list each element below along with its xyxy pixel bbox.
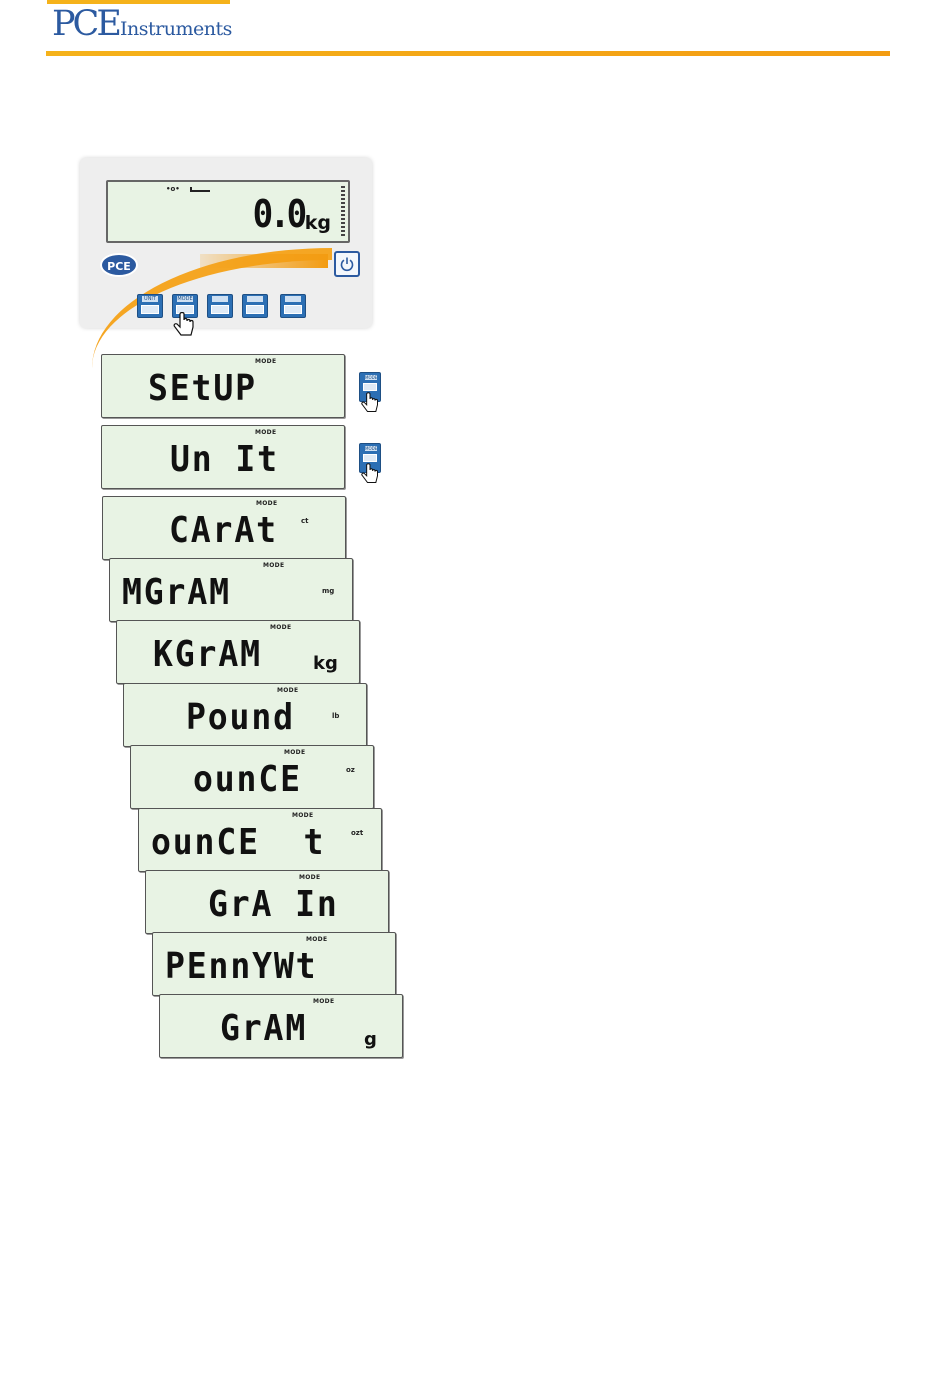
tare-key[interactable] xyxy=(280,294,306,318)
display-word: CArAt xyxy=(169,509,278,553)
capacity-bargraph xyxy=(341,186,345,238)
logo-word: Instruments xyxy=(120,18,232,40)
unit-indicator: mg xyxy=(322,587,334,595)
display-word: GrAM xyxy=(220,1007,307,1051)
pointing-hand-icon xyxy=(172,312,196,340)
unit-indicator: kg xyxy=(313,653,338,674)
display-unit: MODE Un It xyxy=(101,425,345,489)
mode-indicator: MODE xyxy=(306,936,327,943)
display-word: Un It xyxy=(170,438,279,482)
pce-instruments-logo: PCE Instruments xyxy=(47,0,230,42)
function-key-label xyxy=(212,296,228,302)
mode-indicator: MODE xyxy=(270,624,291,631)
mode-indicator: MODE xyxy=(255,429,276,436)
weight-reading: 0.0 xyxy=(253,193,304,235)
display-kgram: MODE KGrAM kg xyxy=(116,620,360,684)
function-key[interactable] xyxy=(207,294,233,318)
key-face xyxy=(211,305,229,314)
pointing-hand-icon xyxy=(360,392,380,416)
mode-indicator: MODE xyxy=(263,562,284,569)
unit-indicator: oz xyxy=(346,766,355,774)
print-key-label xyxy=(247,296,263,302)
mode-indicator: MODE xyxy=(277,687,298,694)
key-face xyxy=(141,305,159,314)
mode-indicator: MODE xyxy=(299,874,320,881)
power-button[interactable] xyxy=(334,251,360,277)
display-gram: MODE GrAM g xyxy=(159,994,403,1058)
display-word: KGrAM xyxy=(153,633,262,677)
display-ounce: MODE ounCE oz xyxy=(130,745,374,809)
key-face xyxy=(284,305,302,314)
unit-indicator: ozt xyxy=(351,829,363,837)
display-setup: MODE SEtUP xyxy=(101,354,345,418)
mode-key-label: MODE xyxy=(177,296,193,302)
display-word: MGrAM xyxy=(122,571,231,615)
display-mgram: MODE MGrAM mg xyxy=(109,558,353,622)
display-ounce-troy: MODE ounCE t ozt xyxy=(138,808,382,872)
display-carat: MODE CArAt ct xyxy=(102,496,346,560)
key-face xyxy=(246,305,264,314)
display-grain: MODE GrA In xyxy=(145,870,389,934)
decorative-swoosh-bar xyxy=(200,254,328,268)
display-word: Pound xyxy=(186,696,295,740)
display-pennyweight: MODE PEnnYWt xyxy=(152,932,396,996)
pce-badge-logo: PCE xyxy=(100,253,138,277)
main-lcd-display: •o• 0.0 kg xyxy=(106,180,350,243)
lcd-indicator: •o• xyxy=(166,185,180,193)
display-word: GrA In xyxy=(208,883,339,927)
print-key[interactable] xyxy=(242,294,268,318)
unit-key-label: UNIT xyxy=(142,296,158,302)
logo-brand: PCE xyxy=(52,6,119,42)
mode-indicator: MODE xyxy=(284,749,305,756)
key-face xyxy=(363,383,377,391)
unit-key[interactable]: UNIT xyxy=(137,294,163,318)
scale-control-panel: •o• 0.0 kg PCE UNIT MODE xyxy=(80,158,372,328)
header-divider xyxy=(46,51,890,56)
mode-indicator: MODE xyxy=(256,500,277,507)
display-pound: MODE Pound lb xyxy=(123,683,367,747)
display-word: SEtUP xyxy=(148,367,257,411)
key-face xyxy=(363,454,377,462)
display-word: ounCE xyxy=(193,758,302,802)
unit-indicator: ct xyxy=(301,517,309,525)
display-word: ounCE t xyxy=(151,821,325,865)
weight-unit: kg xyxy=(305,212,331,234)
mode-indicator: MODE xyxy=(255,358,276,365)
display-word: PEnnYWt xyxy=(165,945,317,989)
power-icon xyxy=(339,256,355,272)
lcd-stability-bar xyxy=(190,187,210,192)
tare-key-label xyxy=(285,296,301,302)
pointing-hand-icon xyxy=(360,463,380,487)
unit-indicator: lb xyxy=(332,712,339,720)
mode-key-side-label: MODE xyxy=(365,375,377,380)
mode-key-side-label: MODE xyxy=(365,446,377,451)
mode-indicator: MODE xyxy=(313,998,334,1005)
unit-indicator: g xyxy=(364,1029,377,1050)
mode-indicator: MODE xyxy=(292,812,313,819)
